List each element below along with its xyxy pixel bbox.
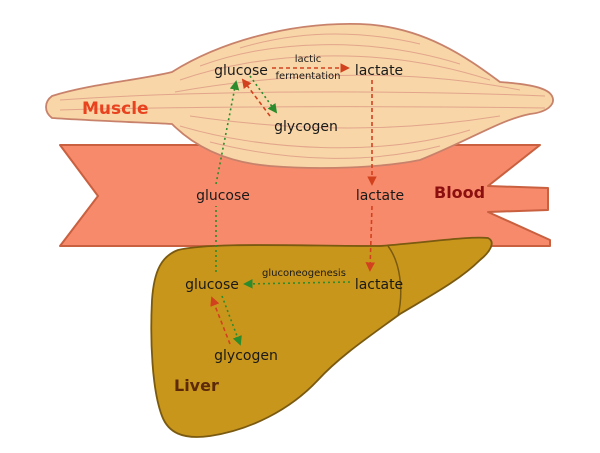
arrow-muscle-glycogen-to-glucose <box>241 78 271 117</box>
liver-lobe-line <box>387 245 402 317</box>
muscle-glycogen-label: glycogen <box>274 119 338 135</box>
lactic-label: lactic <box>295 54 322 65</box>
liver-body <box>150 236 493 438</box>
gluconeogenesis-label: gluconeogenesis <box>262 268 346 279</box>
liver-lactate-label: lactate <box>355 277 403 293</box>
muscle-body <box>45 22 554 169</box>
liver-organ <box>150 236 493 438</box>
blood-vessel <box>59 144 551 247</box>
arrow-liver-glucose-to-glycogen <box>221 295 242 346</box>
liver-glucose-label: glucose <box>185 277 239 293</box>
blood-glucose-label: glucose <box>196 188 250 204</box>
muscle-title: Muscle <box>82 99 149 119</box>
liver-glycogen-label: glycogen <box>214 348 278 364</box>
fermentation-label: fermentation <box>275 71 340 82</box>
arrow-blood-glucose-to-muscle <box>215 80 240 185</box>
blood-title: Blood <box>434 183 485 202</box>
blood-lactate-label: lactate <box>356 188 404 204</box>
muscle-lactate-label: lactate <box>355 63 403 79</box>
muscle-fibers <box>59 33 546 159</box>
muscle-tissue <box>45 22 554 169</box>
arrow-blood-lactate-to-liver <box>365 205 376 272</box>
arrow-liver-glycogen-to-glucose <box>210 296 231 345</box>
liver-title: Liver <box>174 376 219 395</box>
muscle-glucose-label: glucose <box>214 63 268 79</box>
